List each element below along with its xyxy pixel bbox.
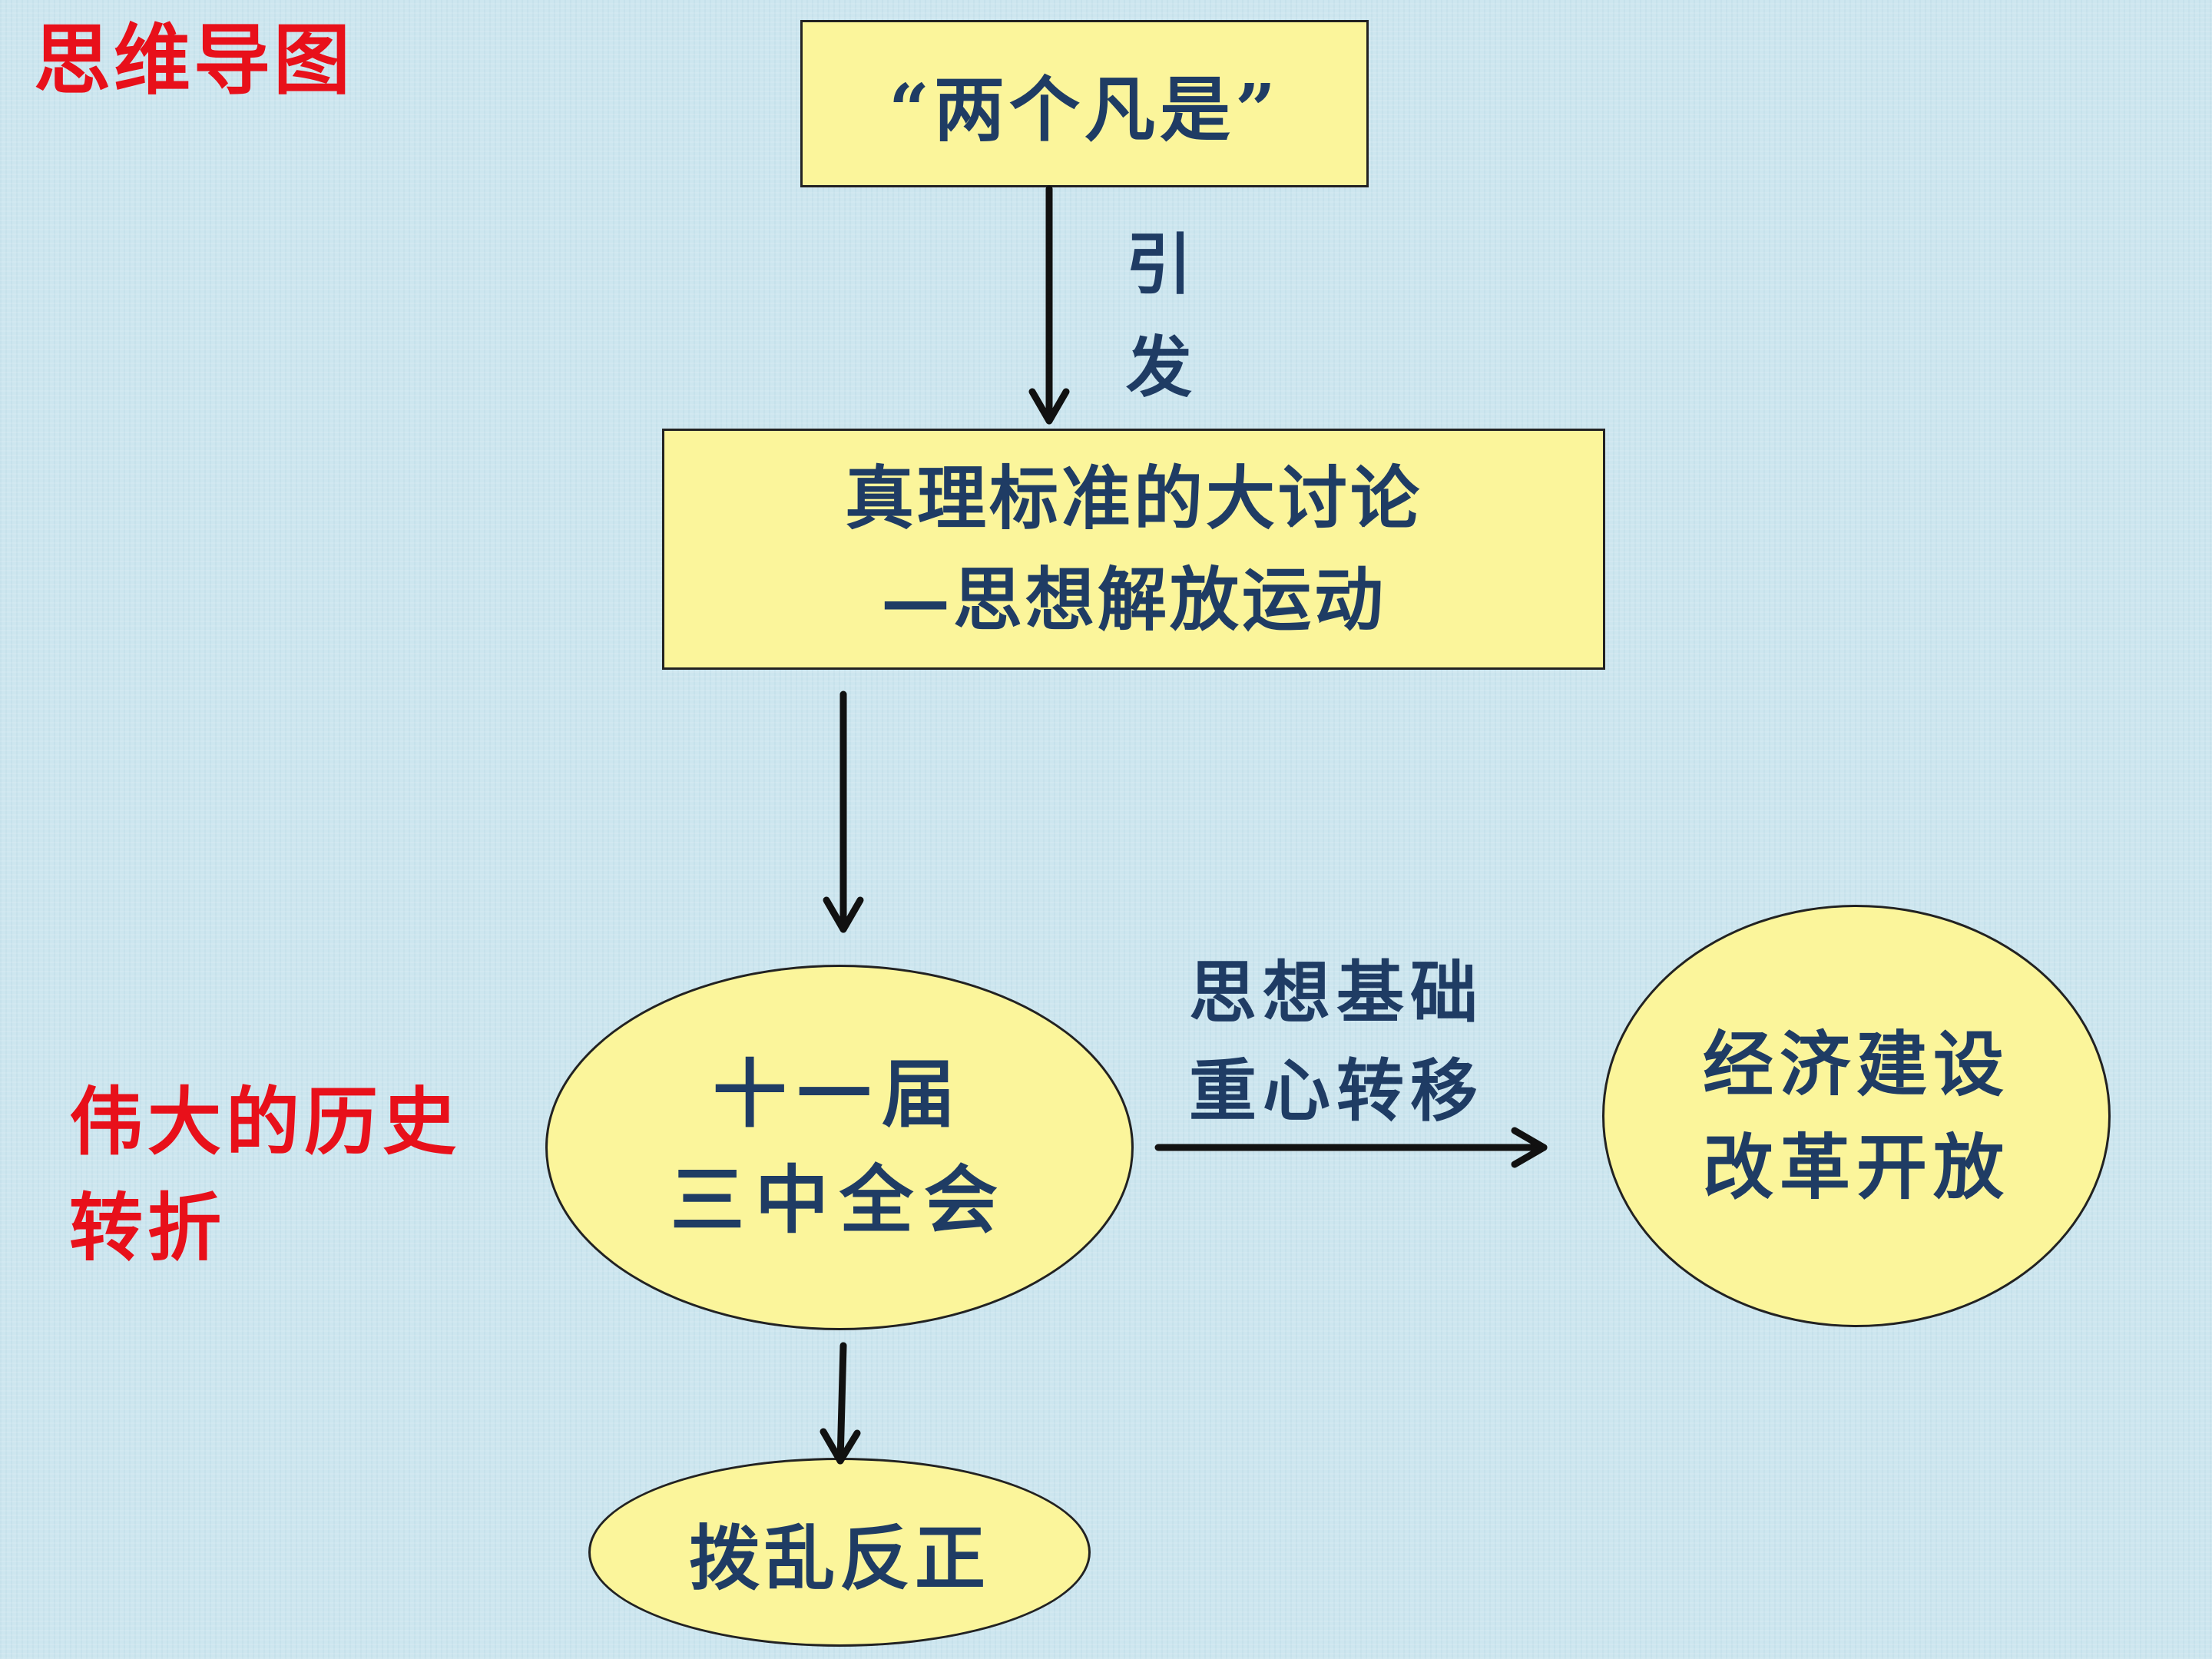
node-third-plenum-line-2: 三中全会 (671, 1157, 1008, 1243)
arrowhead-debate-to-plenum (823, 896, 864, 933)
edge-label-basis-line-2: 重心转移 (1189, 1051, 1485, 1131)
node-economic-reform-line-1: 经济建设 (1702, 1023, 2010, 1106)
node-truth-debate-line-2: —思想解放运动 (881, 559, 1386, 641)
node-two-whatevers-label: “两个凡是” (889, 68, 1280, 151)
node-two-whatevers: “两个凡是” (800, 20, 1369, 187)
arrow-plenum-to-set-right (836, 1342, 847, 1465)
edge-label-triggered-char-2: 发 (1126, 329, 1192, 406)
node-third-plenum-line-1: 十一届 (713, 1051, 966, 1137)
edge-label-triggered-char-1: 引 (1126, 226, 1192, 303)
node-truth-criterion-debate: 真理标准的大讨论 —思想解放运动 (662, 429, 1605, 670)
arrowhead-two-whatevers-to-debate (1028, 388, 1070, 425)
edge-label-basis-line-1: 思想基础 (1189, 952, 1485, 1032)
node-economic-reform-line-2: 改革开放 (1702, 1126, 2010, 1209)
note-line-2: 转折 (69, 1184, 226, 1271)
historic-turning-point-note: 伟大的历史 转折 (69, 1069, 461, 1281)
diagram-title: 思维导图 (34, 15, 353, 105)
edge-label-triggered: 引 发 (1124, 214, 1194, 419)
note-line-1: 伟大的历史 (69, 1078, 461, 1165)
node-set-things-right: 拨乱反正 (588, 1458, 1091, 1647)
node-third-plenum: 十一届 三中全会 (545, 965, 1134, 1330)
edge-label-ideological-basis: 思想基础 重心转移 (1189, 943, 1484, 1140)
node-set-things-right-label: 拨乱反正 (688, 1516, 990, 1600)
node-truth-debate-line-1: 真理标准的大讨论 (845, 458, 1422, 539)
arrowhead-plenum-to-reform (1511, 1127, 1548, 1168)
arrowhead-plenum-to-set-right (820, 1428, 861, 1465)
node-economic-reform: 经济建设 改革开放 (1602, 905, 2111, 1327)
